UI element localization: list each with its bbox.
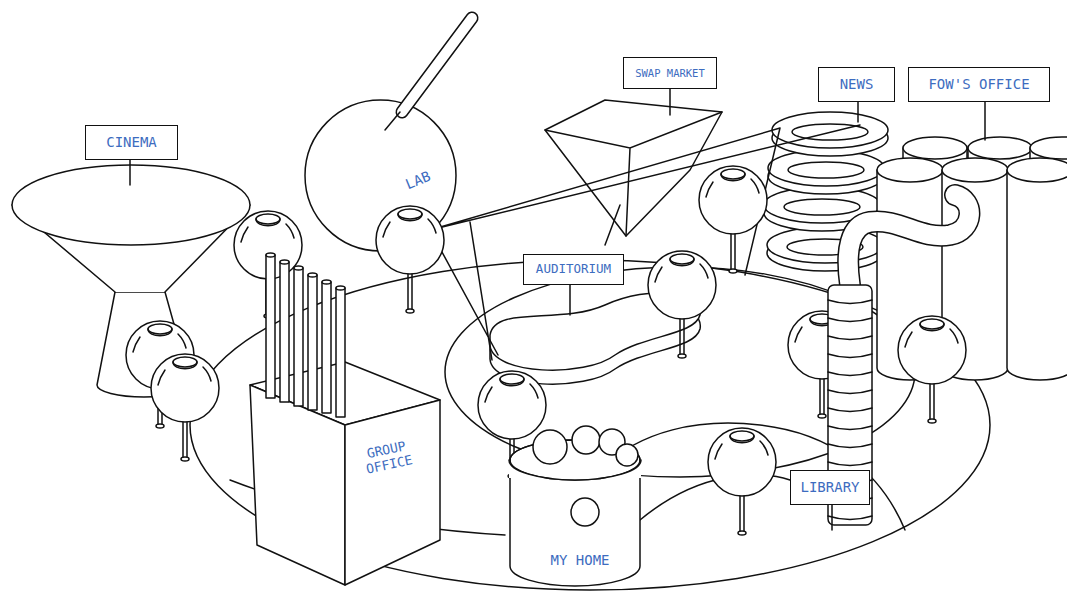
building-label: FOW'S OFFICE [928,76,1029,92]
cylinder-body [510,440,640,586]
building-sign: NEWS [818,67,895,102]
office-cylinder-top [942,158,1008,182]
home-ball [616,444,638,466]
library-slide-fill [848,195,969,285]
tree [699,166,767,273]
tree [376,206,444,313]
building-sign: CINEMA [85,125,178,160]
home-ball [571,498,599,526]
office-cylinder-top [1030,137,1067,159]
building-label: SWAP MARKET [635,67,705,79]
building-sign: LIBRARY [790,470,870,505]
tree [151,354,219,461]
building-sign: SWAP MARKET [623,57,717,89]
tree [648,251,716,358]
lab-antenna-fill [402,18,472,112]
building-label: MY HOME [540,552,620,568]
building-label: NEWS [840,76,874,92]
building-label: AUDITORIUM [536,262,611,276]
news-coil-hole [788,162,864,178]
office-cylinder-top [968,137,1032,159]
office-cylinder-top [877,158,943,182]
cinema-dish [12,165,250,245]
news-coil-hole [784,199,860,215]
tree [898,316,966,423]
building-label: LIBRARY [800,479,859,495]
home-ball [533,430,567,464]
building-sign: FOW'S OFFICE [908,67,1050,102]
swap-market-crystal [545,100,722,236]
office-cylinder-top [903,137,967,159]
building-label: CINEMA [106,134,157,150]
swap-market-facets [545,112,722,236]
home-ball [572,426,600,454]
sphere-outline [305,100,456,251]
lab-antenna [402,18,472,112]
library-slide [848,195,969,285]
cube-face [345,400,440,585]
cylinder-top [510,440,640,480]
building-sign: AUDITORIUM [523,254,624,285]
organ-pipe-tops [266,253,345,290]
office-cylinder-top [1007,158,1067,182]
tree [708,428,776,535]
cube-face [250,385,345,585]
office-cylinder [1007,170,1067,380]
